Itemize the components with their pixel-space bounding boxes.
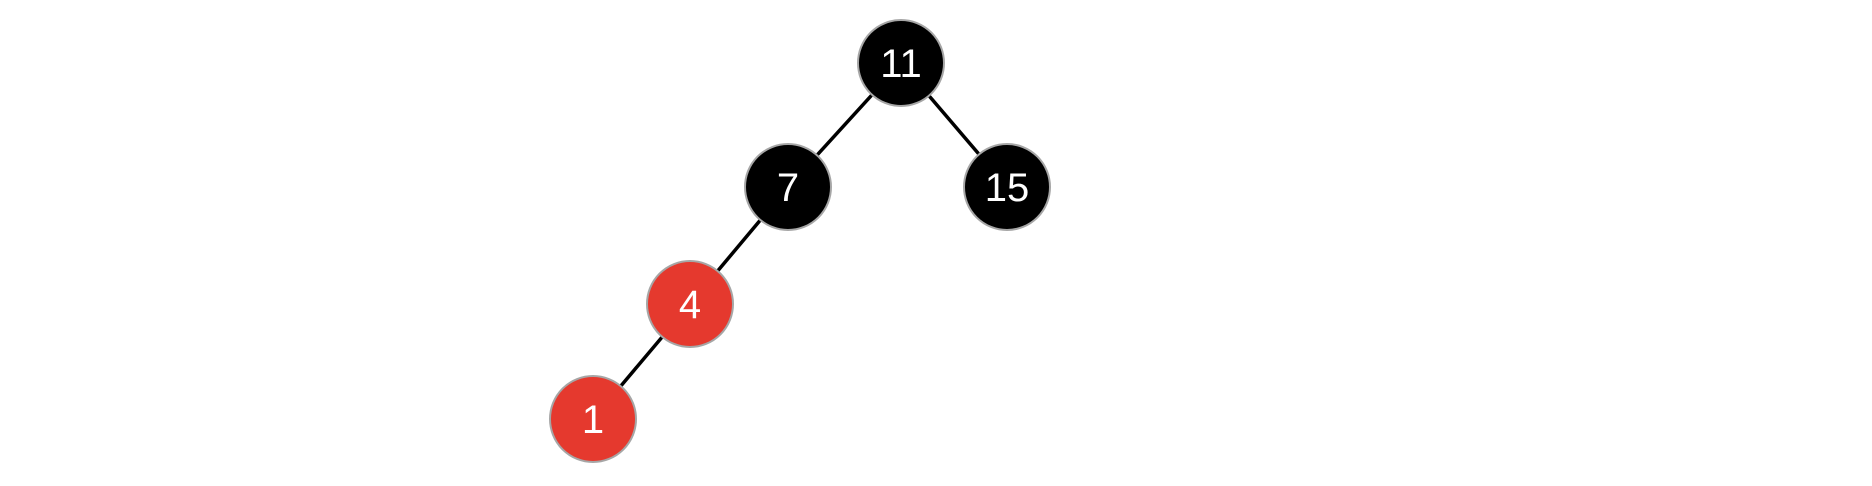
tree-node-4: 4 <box>646 260 734 348</box>
node-label: 15 <box>985 166 1030 210</box>
tree-node-15: 15 <box>963 143 1051 231</box>
node-circle-red <box>646 260 734 348</box>
node-label: 7 <box>777 166 799 210</box>
tree-node-11: 11 <box>857 19 945 107</box>
node-label: 4 <box>679 283 701 327</box>
node-label: 11 <box>880 42 922 86</box>
node-circle-black <box>857 19 945 107</box>
node-circle-red <box>549 375 637 463</box>
node-circle-black <box>744 143 832 231</box>
node-circle-black <box>963 143 1051 231</box>
node-label: 1 <box>582 398 604 442</box>
tree-node-7: 7 <box>744 143 832 231</box>
tree-node-1: 1 <box>549 375 637 463</box>
